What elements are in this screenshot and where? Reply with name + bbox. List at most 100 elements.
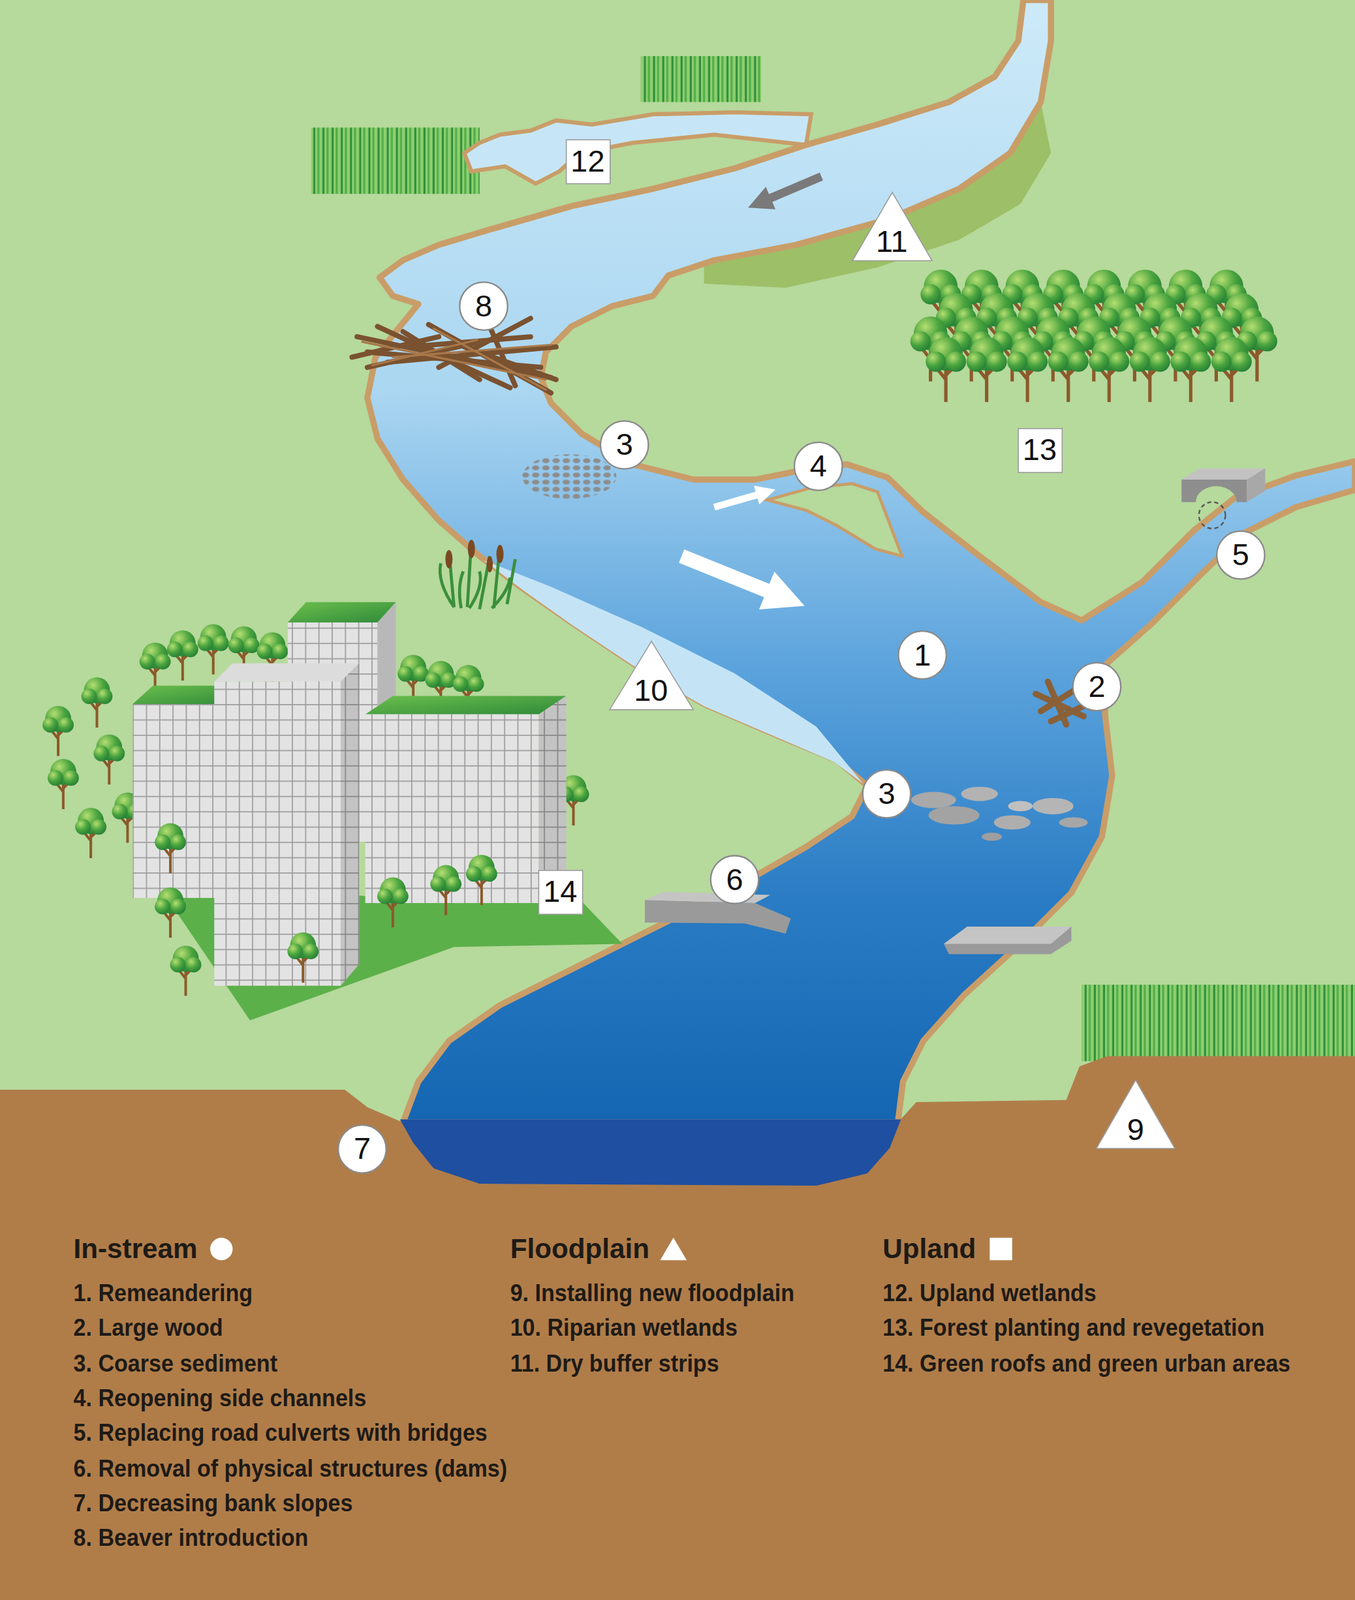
- marker-circle: [862, 770, 911, 818]
- callout-number: 2: [1088, 671, 1106, 703]
- in-stream-marker: 6: [708, 854, 760, 906]
- legend-symbol: [659, 1236, 689, 1263]
- marker-square: [1017, 428, 1062, 472]
- in-stream-marker: 1: [896, 629, 948, 681]
- reeds: [496, 545, 504, 564]
- buildings: [214, 663, 359, 682]
- marker-circle: [1216, 531, 1265, 579]
- marker-triangle: [1096, 1080, 1175, 1149]
- floodplain-marker: 11: [850, 190, 934, 262]
- coarse-stones: [928, 806, 980, 825]
- legend-item: 12. Upland wetlands: [882, 1278, 1097, 1309]
- new-floodplain-grass: [1081, 984, 1355, 1062]
- in-stream-marker: 2: [1071, 661, 1122, 713]
- beaver-dam: [362, 328, 551, 391]
- side-channel-island: [767, 483, 903, 557]
- reeds: [445, 539, 504, 573]
- legend-heading: Upland: [882, 1232, 1015, 1267]
- marker-circle: [794, 442, 842, 491]
- callout-number: 7: [353, 1133, 371, 1165]
- forest: [925, 336, 966, 403]
- urban-trees-back: [167, 630, 199, 681]
- urban-trees-front: [430, 865, 462, 916]
- coarse-stones: [911, 791, 957, 809]
- coarse-stones: [1059, 817, 1089, 829]
- dams: [644, 892, 1072, 955]
- marker-square: [538, 870, 583, 914]
- beaver-dam: [433, 328, 546, 391]
- urban-trees-front: [154, 887, 187, 938]
- buildings: [340, 663, 359, 986]
- beaver-dam: [372, 340, 478, 366]
- reeds: [459, 571, 464, 609]
- marker-square: [565, 139, 610, 183]
- callout-number: 3: [877, 778, 895, 810]
- legend-item: 2. Large wood: [73, 1313, 224, 1344]
- bridge: [1246, 468, 1265, 503]
- floodplain-marker: 10: [607, 639, 695, 711]
- upland-marker: 14: [537, 869, 583, 916]
- legend-item: 9. Installing new floodplain: [510, 1278, 795, 1309]
- in-stream-marker: 3: [860, 768, 912, 820]
- forest: [1048, 336, 1089, 403]
- marker-triangle: [851, 192, 932, 262]
- legend-text: Floodplain: [510, 1232, 650, 1267]
- forest: [1211, 336, 1252, 403]
- forest: [1088, 336, 1130, 403]
- forest: [1129, 336, 1171, 403]
- reeds: [445, 550, 453, 569]
- forest: [910, 269, 1278, 403]
- in-stream-marker: 4: [793, 441, 844, 493]
- callout-number: 4: [809, 451, 827, 482]
- callout-number: 10: [633, 675, 668, 707]
- marker-circle: [459, 281, 508, 330]
- urban-trees-back: [197, 624, 230, 675]
- callout-number: 14: [543, 876, 577, 908]
- forest: [966, 336, 1008, 403]
- legend-symbol: [986, 1236, 1015, 1263]
- legend-item: 11. Dry buffer strips: [510, 1349, 720, 1379]
- reeds: [491, 577, 510, 609]
- upland-wetland-grass: [640, 56, 762, 102]
- callout-number: 1: [913, 639, 931, 671]
- marker-circle: [710, 855, 759, 904]
- urban-trees-back: [47, 759, 79, 810]
- buildings: [287, 602, 397, 623]
- urban-trees-front: [466, 855, 498, 906]
- in-stream-marker: 3: [599, 419, 651, 471]
- marker-triangle: [608, 641, 693, 711]
- bridge: [1181, 468, 1265, 529]
- legend-text: In-stream: [73, 1232, 198, 1267]
- callout-number: 9: [1127, 1114, 1145, 1146]
- in-stream-marker: 8: [458, 280, 510, 332]
- coarse-stones: [1007, 801, 1033, 812]
- marker-circle: [1073, 663, 1121, 711]
- reeds: [439, 539, 515, 609]
- urban-trees-back: [42, 706, 74, 757]
- urban-trees-back: [75, 808, 107, 859]
- legend-circle: [209, 1238, 232, 1261]
- callout-number: 12: [570, 146, 605, 177]
- urban-trees-front: [287, 932, 319, 983]
- bridge: [1199, 501, 1226, 529]
- legend-item: 10. Riparian wetlands: [510, 1313, 738, 1344]
- urban-trees-front: [377, 877, 409, 928]
- flow-arrows: [743, 165, 827, 219]
- buildings: [132, 602, 566, 987]
- coarse-stones: [981, 832, 1002, 842]
- legend-item: 8. Beaver introduction: [73, 1524, 309, 1554]
- reeds: [439, 563, 455, 608]
- legend-triangle: [660, 1238, 688, 1261]
- urban-trees-back: [139, 642, 172, 694]
- river-cross-section: [400, 1119, 902, 1186]
- legend-item: 13. Forest planting and revegetation: [882, 1313, 1265, 1344]
- upland-marker: 13: [1016, 426, 1063, 473]
- coarse-stones: [961, 787, 998, 802]
- marker-circle: [600, 420, 649, 469]
- large-wood: [1047, 682, 1066, 726]
- beaver-dam: [351, 318, 557, 393]
- callout-number: 11: [875, 226, 908, 258]
- buildings: [340, 663, 359, 986]
- legend-item: 3. Coarse sediment: [73, 1349, 278, 1379]
